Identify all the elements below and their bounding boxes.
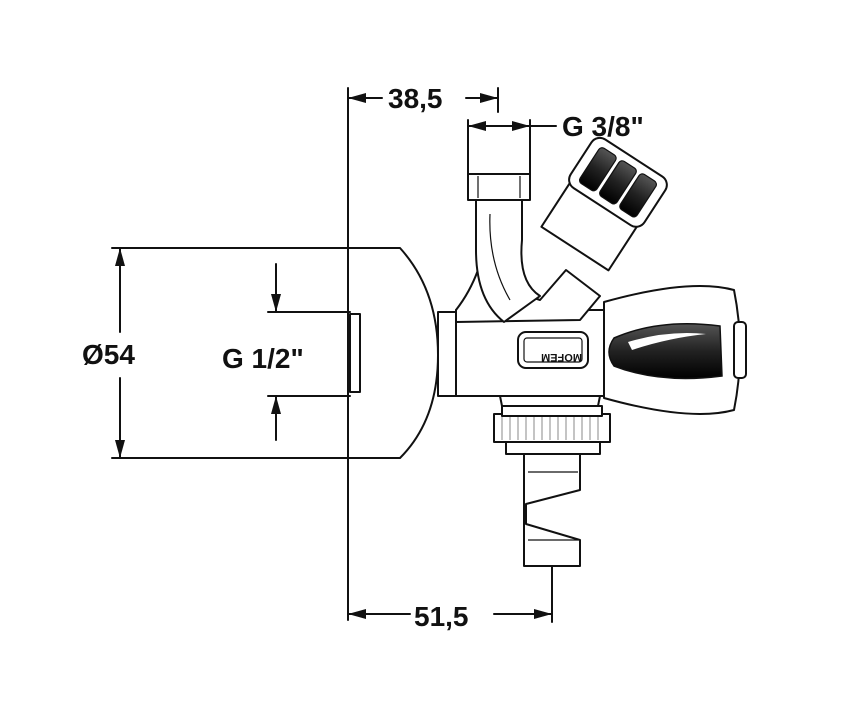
valve-knob <box>603 285 747 415</box>
dimension-hose-offset: 51,5 <box>414 601 469 632</box>
dimension-inlet-thread: G 1/2" <box>222 343 304 374</box>
angled-cap <box>540 136 668 272</box>
dimension-outlet-thread: G 3/8" <box>562 111 644 142</box>
dimension-lines <box>111 87 557 623</box>
top-outlet <box>467 173 541 323</box>
brand-logo: MOFEM <box>541 351 582 363</box>
hose-connector <box>493 405 611 567</box>
dimension-top-offset: 38,5 <box>388 83 443 114</box>
wall-flange <box>347 247 457 459</box>
dimension-flange-diameter: Ø54 <box>82 339 135 370</box>
